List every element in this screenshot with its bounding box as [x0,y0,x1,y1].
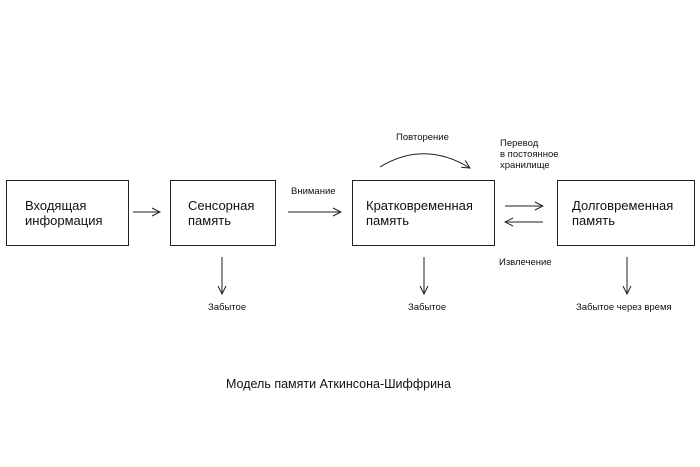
retrieval-label: Извлечение [499,257,552,268]
transfer-label: Перевод в постоянное хранилище [500,138,559,171]
sensory-forgotten-label: Забытое [208,302,247,313]
short-term-forgotten-label: Забытое [408,302,447,313]
diagram-caption: Модель памяти Аткинсона-Шиффрина [226,377,451,391]
sensory-memory-box: Сенсорная память [170,180,276,246]
long-term-memory-text: Долговременная память [572,198,674,228]
long-term-memory-box: Долговременная память [557,180,695,246]
attention-label: Внимание [291,186,336,197]
input-information-text: Входящая информация [25,198,103,228]
sensory-memory-text: Сенсорная память [188,198,255,228]
arrow-repetition-loop [379,153,470,168]
input-information-box: Входящая информация [6,180,129,246]
long-term-forgotten-label: Забытое через время [576,302,672,313]
short-term-memory-text: Кратковременная память [366,198,473,228]
repetition-label: Повторение [396,132,449,143]
short-term-memory-box: Кратковременная память [352,180,495,246]
